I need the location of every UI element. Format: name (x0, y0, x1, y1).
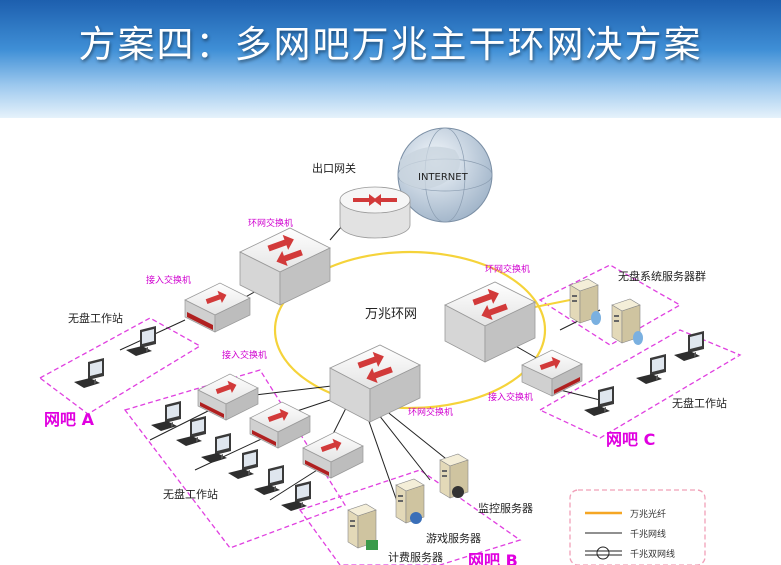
legend-gigabit-dual: 千兆双网线 (630, 548, 675, 560)
gateway-label: 出口网关 (312, 161, 356, 175)
legend-dual-circle (596, 546, 610, 560)
game-server-label: 游戏服务器 (426, 532, 481, 545)
monitoring-server (439, 453, 469, 499)
diskless-server-group (569, 278, 643, 345)
legend-gigabit: 千兆网线 (630, 528, 666, 540)
access-switch-a4 (302, 431, 364, 479)
workstations-a-upper (74, 326, 156, 388)
workstation-a-label-2: 无盘工作站 (163, 487, 218, 501)
zone-a-label: 网吧 A (44, 410, 95, 429)
access-switch-a1 (184, 282, 251, 333)
workstation-c-label: 无盘工作站 (672, 396, 727, 410)
ring-switch-3 (329, 344, 421, 423)
zone-a: 网吧 A (38, 317, 346, 549)
access-switch-c (521, 349, 583, 397)
monitoring-server-label: 监控服务器 (478, 501, 533, 515)
legend-fiber: 万兆光纤 (630, 508, 666, 520)
ring-switch-1 (239, 227, 331, 306)
zone-b-outline (298, 469, 522, 565)
ring-network-line (273, 250, 547, 410)
access-switch-a3 (249, 401, 311, 449)
game-server (395, 478, 425, 524)
legend: 万兆光纤 千兆网线 千兆双网线 (569, 489, 706, 565)
zone-b-label: 网吧 B (468, 551, 518, 565)
access-switch-a2-label: 接入交换机 (222, 349, 267, 361)
access-switch-a2 (197, 373, 259, 421)
ring-switch-1-label: 环网交换机 (248, 217, 293, 229)
internet-globe: INTERNET (397, 127, 493, 223)
server-group-label: 无盘系统服务器群 (618, 269, 706, 283)
zone-c: 网吧 C (538, 264, 742, 449)
ring-switch-2-label: 环网交换机 (485, 263, 530, 275)
internet-label: INTERNET (418, 172, 469, 183)
title-banner (0, 0, 781, 118)
workstation-a-label-1: 无盘工作站 (68, 311, 123, 325)
ring-switch-3-label: 环网交换机 (408, 406, 453, 418)
ring-network-label: 万兆环网 (365, 307, 417, 322)
access-switch-c-label: 接入交换机 (488, 391, 533, 403)
page-title: 方案四：多网吧万兆主干环网决方案 (78, 23, 703, 66)
zone-c-label: 网吧 C (606, 430, 655, 449)
ring-switch-2 (444, 281, 536, 363)
gateway-router: 出口网关 (312, 161, 411, 239)
billing-server-label: 计费服务器 (388, 551, 443, 564)
billing-server (347, 503, 378, 550)
access-switch-a1-label: 接入交换机 (146, 274, 191, 286)
